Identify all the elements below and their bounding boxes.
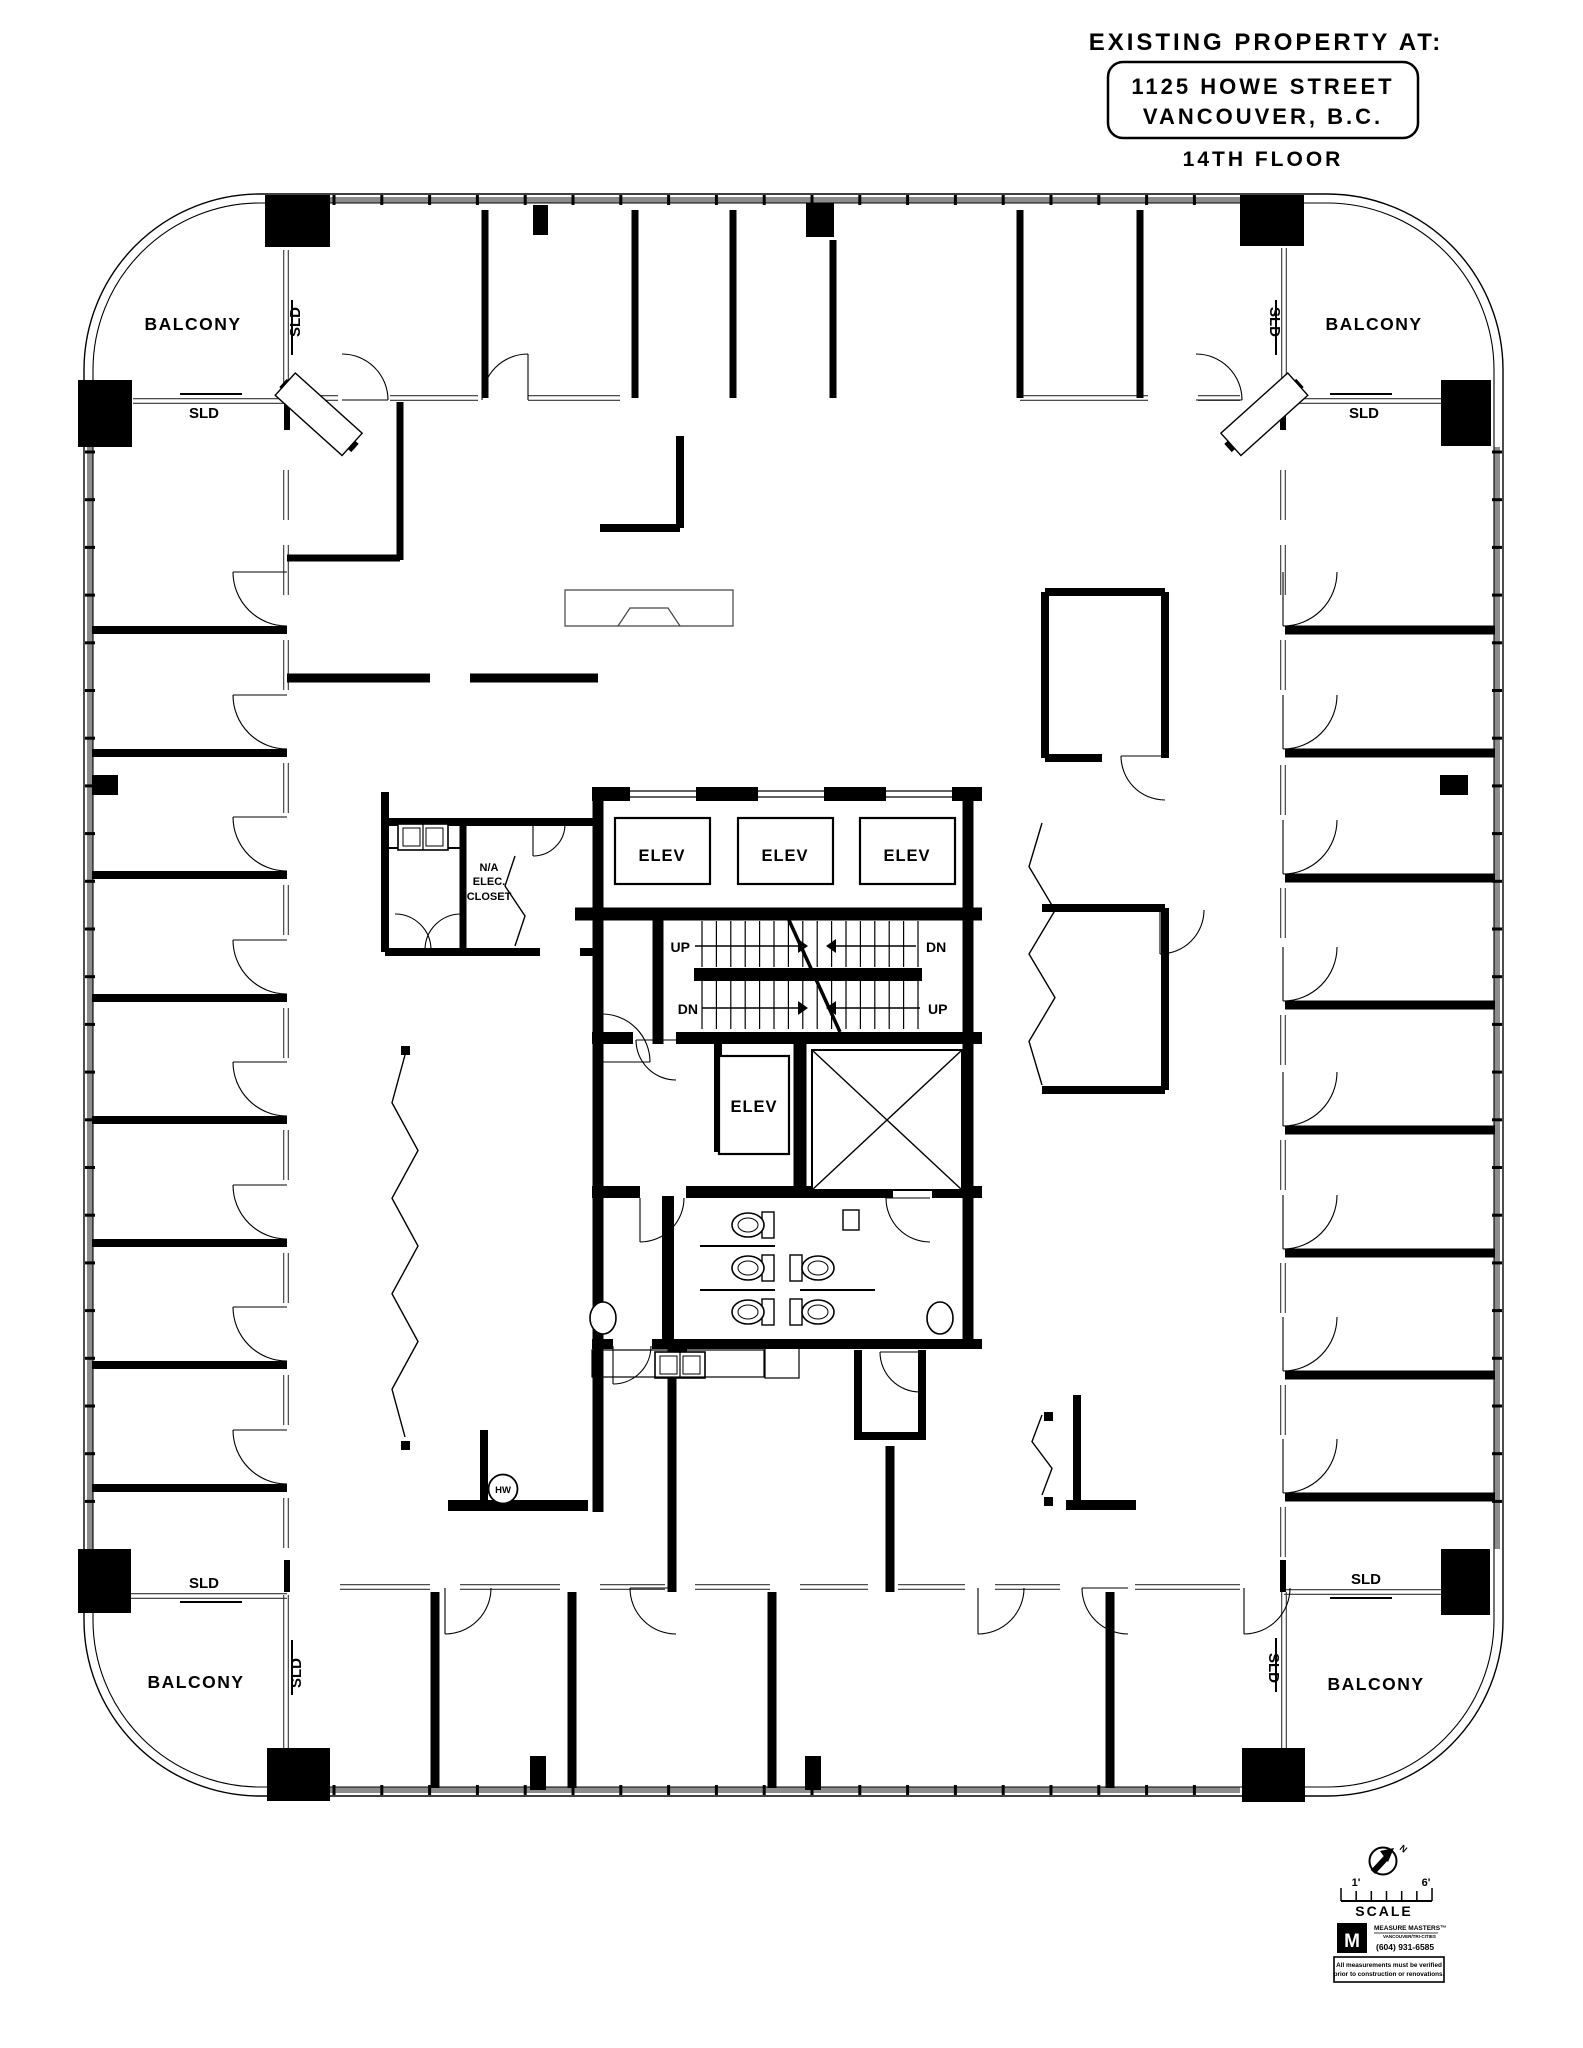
elec-closet-label: ELEC. (473, 876, 505, 888)
elevator-label: ELEV (883, 847, 930, 865)
parapet-outline-layer (83, 193, 1504, 1797)
scale-start-label: 1' (1352, 1877, 1361, 1889)
sld-label: SLD (1349, 405, 1379, 422)
stair-up-label: UP (671, 939, 690, 955)
stair-up-label: UP (928, 1001, 947, 1017)
balcony-label: BALCONY (147, 1672, 244, 1692)
balcony-label: BALCONY (1327, 1674, 1424, 1694)
sld-label: SLD (1351, 1571, 1381, 1588)
disclaimer-line2: prior to construction or renovations. (1334, 1971, 1445, 1978)
columns-layer (78, 195, 1491, 1802)
company-name: MEASURE MASTERS™ (1374, 1925, 1447, 1932)
balcony-label: BALCONY (144, 314, 241, 334)
stair-down-label: DN (926, 939, 946, 955)
balcony-label: BALCONY (1325, 314, 1422, 334)
company-phone: (604) 931-6585 (1376, 1942, 1434, 1952)
partition-walls-layer (92, 210, 1495, 1788)
sld-label: SLD (189, 405, 219, 422)
company-region: VANCOUVER/TRI-CITIES (1383, 1934, 1436, 1939)
glazing-layer (131, 248, 1441, 1748)
elec-closet-label: N/A (480, 862, 499, 874)
address-box (1106, 60, 1420, 140)
sld-label: SLD (1266, 307, 1283, 337)
north-label: N (1398, 1843, 1409, 1855)
scale-label: SCALE (1355, 1903, 1412, 1919)
curtain-wall-layer (87, 197, 1500, 1793)
utility-labels: N/A ELEC. CLOSET HW (467, 862, 512, 1496)
stair-down-label: DN (678, 1001, 698, 1017)
elevator-labels: ELEV ELEV ELEV ELEV (638, 847, 930, 1116)
logo-letter: M (1344, 1931, 1360, 1952)
sld-label: SLD (287, 307, 304, 337)
elec-closet-label: CLOSET (467, 891, 512, 903)
title-heading: EXISTING PROPERTY AT: (1089, 29, 1444, 56)
sld-label: SLD (288, 1658, 305, 1688)
scale-end-label: 6' (1422, 1877, 1431, 1889)
sld-label: SLD (189, 1575, 219, 1592)
title-block: EXISTING PROPERTY AT: 1125 HOWE STREET V… (1089, 29, 1444, 171)
elevator-label: ELEV (638, 847, 685, 865)
disclaimer-box (1333, 1956, 1445, 1983)
hot-water-tank-label: HW (495, 1485, 511, 1496)
stair-labels: UP DN DN UP (671, 939, 948, 1017)
address-line1: 1125 HOWE STREET (1131, 74, 1394, 99)
floor-label: 14TH FLOOR (1183, 148, 1344, 171)
mullion-ticks-layer (85, 195, 1502, 1795)
door-openings-layer (630, 786, 952, 802)
door-swings-layer (232, 353, 1338, 1635)
sld-label: SLD (1265, 1653, 1282, 1683)
elevator-label: ELEV (761, 847, 808, 865)
address-line2: VANCOUVER, B.C. (1143, 104, 1383, 129)
annotation-block: N 1' 6' SCALE M MEASURE MASTERS™ VANCOUV… (1333, 1843, 1447, 1983)
elevator-label: ELEV (730, 1098, 777, 1116)
disclaimer-line1: All measurements must be verified (1336, 1962, 1442, 1969)
fixtures-layer (274, 372, 1438, 1953)
balcony-labels: BALCONY BALCONY BALCONY BALCONY (144, 314, 1424, 1694)
sliding-door-labels: SLD SLD SLD SLD SLD SLD SLD SLD (189, 307, 1381, 1688)
